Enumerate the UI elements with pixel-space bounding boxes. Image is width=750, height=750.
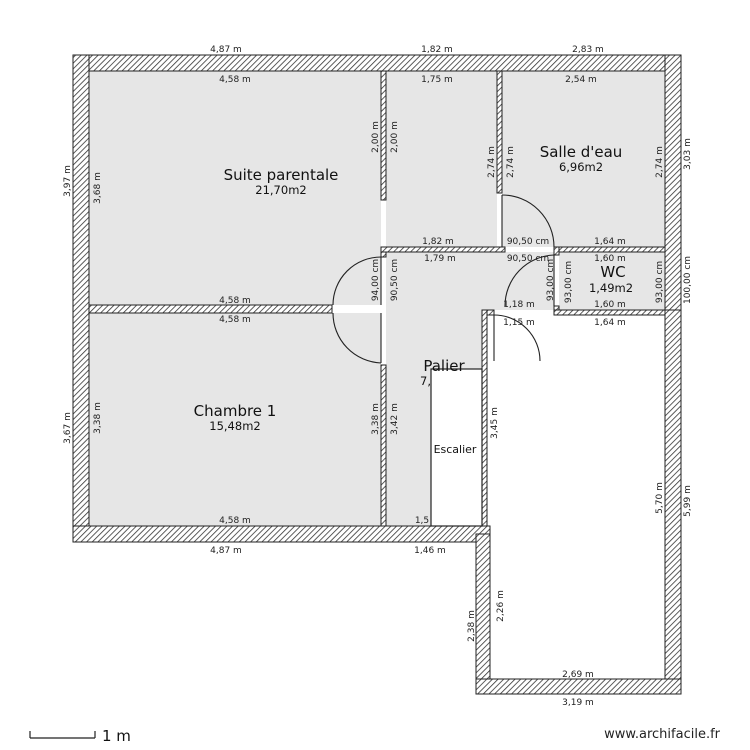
dim-left-top-out: 3,97 m bbox=[63, 165, 73, 197]
dim-wc-left-b: 93,00 cm bbox=[564, 261, 574, 303]
dim-hall-118: 1,18 m bbox=[503, 300, 535, 310]
wall-top bbox=[72, 54, 682, 72]
wall-right-lower bbox=[664, 309, 682, 695]
dim-hall-top-in: 1,75 m bbox=[421, 75, 453, 85]
dim-top-left: 4,87 m bbox=[210, 45, 242, 55]
dim-ext-bottom-out: 3,19 m bbox=[562, 698, 594, 708]
dim-partition-a: 2,00 m bbox=[371, 121, 381, 153]
dim-salle-right-in: 2,74 m bbox=[655, 146, 665, 178]
dim-salle-top-in: 2,54 m bbox=[565, 75, 597, 85]
dim-top-right: 2,83 m bbox=[572, 45, 604, 55]
walls bbox=[72, 54, 682, 695]
dim-wc-right: 93,00 cm bbox=[655, 261, 665, 303]
dim-left-bot-in: 3,38 m bbox=[93, 402, 103, 434]
dim-right-top-out: 3,03 m bbox=[683, 138, 693, 170]
dim-door-94: 94,00 cm bbox=[371, 259, 381, 301]
hall-top-floor bbox=[386, 71, 497, 247]
salle-floor bbox=[502, 71, 665, 247]
dim-bottom-mid-out: 1,46 m bbox=[414, 546, 446, 556]
dim-stair-bottom: 1,5 bbox=[415, 516, 429, 526]
door-salle-swing bbox=[501, 194, 555, 248]
dim-big-right-out: 5,99 m bbox=[683, 485, 693, 517]
suite-name: Suite parentale bbox=[224, 166, 339, 184]
dim-suite-top-in: 4,58 m bbox=[219, 75, 251, 85]
scale-bar: 1 m bbox=[29, 727, 131, 745]
suite-area: 21,70m2 bbox=[255, 183, 306, 197]
dimensions-vertical: 3,97 m 3,68 m 3,67 m 3,38 m 2,00 m 2,00 … bbox=[63, 121, 693, 642]
wall-stair-right bbox=[481, 309, 488, 527]
salle-name: Salle d'eau bbox=[540, 143, 623, 161]
wall-salle-bottom bbox=[553, 246, 666, 253]
dim-big-top-in: 1,64 m bbox=[594, 318, 626, 328]
room-floors bbox=[89, 71, 665, 526]
room-labels: Suite parentale 21,70m2 Salle d'eau 6,96… bbox=[194, 143, 633, 456]
dim-chambre-right-b: 3,42 m bbox=[390, 403, 400, 435]
dim-salle-door-a: 90,50 cm bbox=[507, 237, 549, 247]
dim-right-100: 100,00 cm bbox=[683, 256, 693, 304]
dim-ext-left-in: 2,26 m bbox=[496, 590, 506, 622]
escalier-label: Escalier bbox=[434, 443, 477, 456]
dim-chambre-bottom-in: 4,58 m bbox=[219, 516, 251, 526]
door-chambre-swing bbox=[332, 312, 382, 364]
dim-left-top-in: 3,68 m bbox=[93, 172, 103, 204]
wc-floor bbox=[559, 252, 665, 310]
dim-bottom-left-out: 4,87 m bbox=[210, 546, 242, 556]
wc-area: 1,49m2 bbox=[589, 281, 633, 295]
wall-hall-mid bbox=[380, 246, 506, 253]
dim-chambre-top: 4,58 m bbox=[219, 315, 251, 325]
wall-ext-bottom bbox=[475, 678, 682, 695]
dim-wc-bottom-in: 1,60 m bbox=[594, 300, 626, 310]
door-wc-swing bbox=[504, 254, 555, 307]
dim-wc-left-a: 93,00 cm bbox=[546, 259, 556, 301]
wall-ext-left bbox=[475, 533, 491, 695]
dim-chambre-right-a: 3,38 m bbox=[371, 403, 381, 435]
chambre-name: Chambre 1 bbox=[194, 402, 277, 420]
dim-salle-left-a: 2,74 m bbox=[487, 146, 497, 178]
wall-salle-left-upper bbox=[496, 70, 503, 194]
dim-ext-bottom-in: 2,69 m bbox=[562, 670, 594, 680]
dim-wc-top-in: 1,60 m bbox=[594, 254, 626, 264]
wall-partition bbox=[380, 70, 387, 201]
dimensions-horizontal: 4,87 m 1,82 m 2,83 m 4,58 m 1,75 m 2,54 … bbox=[210, 45, 626, 708]
dim-hall-mid-a: 1,82 m bbox=[422, 237, 454, 247]
dim-left-bot-out: 3,67 m bbox=[63, 412, 73, 444]
dim-big-right-in: 5,70 m bbox=[655, 482, 665, 514]
suite-floor bbox=[89, 71, 381, 305]
dim-stair-right: 3,45 m bbox=[490, 407, 500, 439]
brand-text[interactable]: www.archifacile.fr bbox=[604, 727, 720, 742]
dim-suite-bottom: 4,58 m bbox=[219, 296, 251, 306]
door-big-swing bbox=[493, 314, 541, 362]
salle-area: 6,96m2 bbox=[559, 160, 603, 174]
wall-chambre-right-lower bbox=[380, 364, 387, 527]
stair bbox=[430, 368, 483, 527]
wall-wc-left bbox=[553, 246, 560, 256]
dim-ext-left-out: 2,38 m bbox=[467, 610, 477, 642]
wall-left bbox=[72, 54, 90, 543]
wc-name: WC bbox=[600, 263, 625, 281]
dim-salle-bottom-in: 1,64 m bbox=[594, 237, 626, 247]
chambre-floor bbox=[89, 313, 381, 526]
dim-hall-115: 1,15 m bbox=[503, 318, 535, 328]
chambre-area: 15,48m2 bbox=[209, 419, 260, 433]
palier-area: 7, bbox=[420, 374, 431, 388]
palier-name: Palier bbox=[423, 357, 465, 375]
scale-label: 1 m bbox=[102, 727, 131, 745]
dim-salle-left-b: 2,74 m bbox=[506, 146, 516, 178]
dim-hall-mid-b: 1,79 m bbox=[424, 254, 456, 264]
doors bbox=[332, 194, 555, 364]
door-suite-swing bbox=[332, 256, 382, 306]
wall-right-upper bbox=[664, 54, 682, 316]
wall-bottom bbox=[72, 525, 491, 543]
wall-wc-bottom bbox=[553, 309, 666, 316]
dim-door-905: 90,50 cm bbox=[390, 259, 400, 301]
palier-floor bbox=[386, 252, 554, 310]
dim-partition-b: 2,00 m bbox=[390, 121, 400, 153]
dim-top-mid: 1,82 m bbox=[421, 45, 453, 55]
wall-suite-bottom bbox=[88, 304, 333, 314]
dim-salle-door-b: 90,50 cm bbox=[507, 254, 549, 264]
